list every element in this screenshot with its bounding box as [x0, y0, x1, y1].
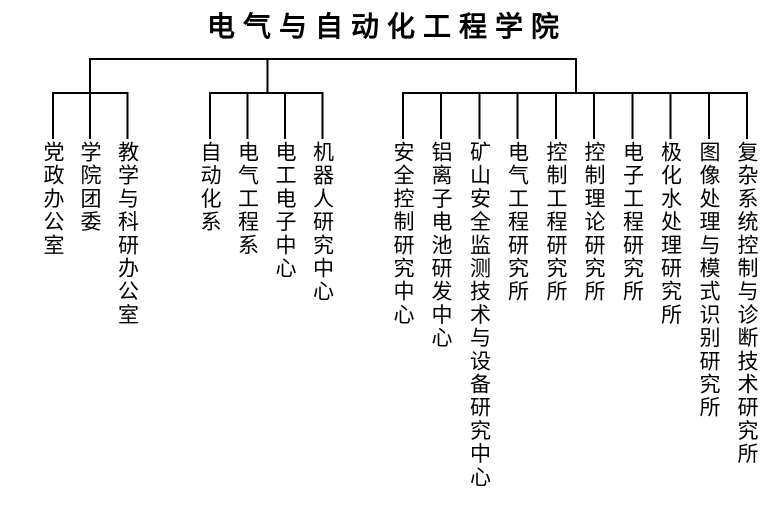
node-electronic-engineering-institute: 电子工程研究所 — [620, 141, 645, 304]
node-robot-research-center: 机器人研究中心 — [310, 141, 335, 304]
node-control-theory-institute: 控制理论研究所 — [582, 141, 606, 304]
node-teaching-research-office: 教学与科研办公室 — [115, 141, 140, 327]
node-image-processing-pattern-recognition-institute: 图像处理与模式识别研究所 — [697, 141, 721, 420]
node-control-engineering-institute: 控制工程研究所 — [544, 141, 568, 304]
node-electrical-engineering-department: 电气工程系 — [235, 141, 260, 257]
node-safety-control-research-center: 安全控制研究中心 — [391, 141, 415, 327]
node-mine-safety-monitoring-equipment-center: 矿山安全监测技术与设备研究中心 — [467, 141, 492, 489]
node-automation-department: 自动化系 — [198, 141, 222, 234]
chart-title: 电气与自动化工程学院 — [206, 10, 567, 43]
node-party-government-office: 党政办公室 — [41, 141, 65, 257]
node-youth-league-committee: 学院团委 — [78, 141, 102, 234]
node-aluminum-ion-battery-rd-center: 铝离子电池研发中心 — [429, 141, 453, 350]
node-electrician-electronics-center: 电工电子中心 — [273, 141, 297, 281]
node-electrical-engineering-institute: 电气工程研究所 — [505, 141, 530, 304]
node-complex-system-control-diagnosis-institute: 复杂系统控制与诊断技术研究所 — [735, 141, 759, 466]
node-polarized-water-treatment-institute: 极化水处理研究所 — [658, 141, 683, 327]
